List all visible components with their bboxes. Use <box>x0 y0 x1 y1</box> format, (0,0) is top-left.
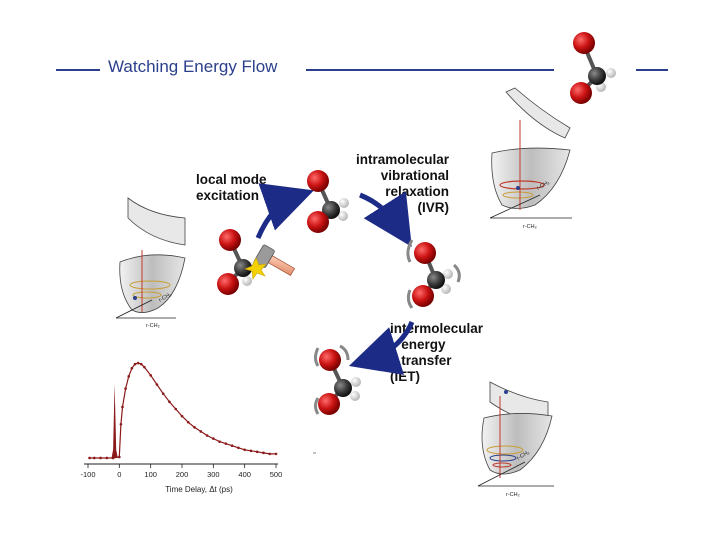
chart-x-tick-label: 0 <box>117 470 121 479</box>
title-rule-left <box>56 69 100 71</box>
title-rule-right <box>306 69 554 71</box>
chart-x-axis-label: Time Delay, Δt (ps) <box>165 485 233 494</box>
title-rule-far <box>636 69 668 71</box>
molecule-top-right <box>570 32 616 104</box>
molecule-middle <box>307 170 349 233</box>
chart-x-tick-label: 100 <box>144 470 157 479</box>
molecule-excited <box>217 229 259 295</box>
label-local-mode-excitation: local mode excitation <box>196 172 267 203</box>
slide-title: Watching Energy Flow <box>108 57 278 76</box>
time-delay-chart: -100 0 100 200 300 400 500 Time Delay, Δt (ps) <box>80 361 283 494</box>
well-left-x-label: r-CH₂ <box>146 323 160 329</box>
chart-pump-pulse <box>111 383 118 458</box>
molecule-final <box>314 344 361 415</box>
potential-well-bottom-right <box>477 381 554 487</box>
arrow-ivr <box>359 191 412 247</box>
potential-well-left <box>115 197 186 319</box>
arrow-local-to-ivr <box>255 183 314 239</box>
potential-well-top-right <box>489 87 572 219</box>
chart-x-tick-label: 400 <box>238 470 251 479</box>
hammer-icon <box>254 244 296 277</box>
chart-x-tick-label: 200 <box>176 470 189 479</box>
chart-x-tick-label: -100 <box>80 470 95 479</box>
chart-series-line <box>89 362 276 459</box>
label-ivr: intramolecular vibrational relaxation (I… <box>356 152 450 215</box>
arrow-iet <box>348 320 415 375</box>
impact-spark-icon <box>244 257 267 280</box>
chart-x-tick-label: 300 <box>207 470 220 479</box>
chart-point <box>88 456 91 460</box>
molecule-vibrating <box>406 239 461 309</box>
well-top-right-x-label: r-CH₂ <box>523 224 537 230</box>
chart-x-tick-label: 500 <box>270 470 283 479</box>
well-bottom-right-x-label: r-CH₂ <box>506 492 520 498</box>
